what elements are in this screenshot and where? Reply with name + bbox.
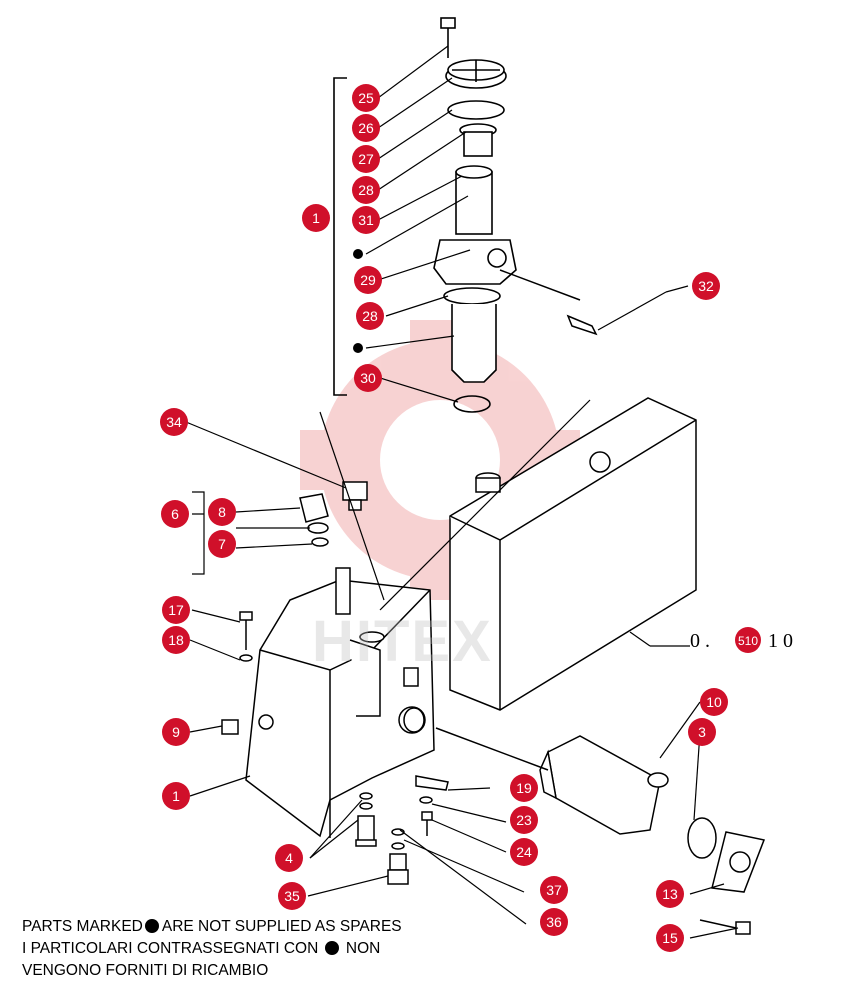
- note-line-2: I PARTICOLARI CONTRASSEGNATI CON NON: [22, 940, 381, 957]
- svg-text:3: 3: [698, 724, 706, 740]
- note-line-3: VENGONO FORNITI DI RICAMBIO: [22, 962, 269, 979]
- callout-32[interactable]: 32: [692, 272, 720, 300]
- svg-text:8: 8: [218, 504, 226, 520]
- callout-31[interactable]: 31: [352, 206, 380, 234]
- svg-text:1: 1: [312, 210, 320, 226]
- svg-text:36: 36: [546, 914, 562, 930]
- svg-text:31: 31: [358, 212, 374, 228]
- svg-text:1: 1: [172, 788, 180, 804]
- callout-1-bottom[interactable]: 1: [162, 782, 190, 810]
- callout-13[interactable]: 13: [656, 880, 684, 908]
- svg-text:9: 9: [172, 724, 180, 740]
- svg-text:17: 17: [168, 602, 184, 618]
- hydraulic-tank-drawing: [449, 397, 697, 711]
- callout-1-top[interactable]: 1: [302, 204, 330, 232]
- callout-9[interactable]: 9: [162, 718, 190, 746]
- svg-text:18: 18: [168, 632, 184, 648]
- callout-17[interactable]: 17: [162, 596, 190, 624]
- callout-8[interactable]: 8: [208, 498, 236, 526]
- svg-text:19: 19: [516, 780, 532, 796]
- callout-29[interactable]: 29: [354, 266, 382, 294]
- part-callouts: 25 26 27 28 31 1 29 28 30 32 34 6 8 7 17…: [160, 84, 761, 952]
- suction-filter-drawing: [403, 707, 766, 935]
- not-supplied-dot-icon: [353, 343, 363, 353]
- callout-18[interactable]: 18: [162, 626, 190, 654]
- callout-25[interactable]: 25: [352, 84, 380, 112]
- reference-callout: 0 . 1 0: [690, 630, 793, 652]
- fitting-32-drawing: [499, 269, 598, 336]
- filter-assembly-drawing: [433, 17, 517, 413]
- not-supplied-dot-icon: [324, 941, 339, 955]
- watermark-text: HITEX: [312, 609, 493, 674]
- callout-19[interactable]: 19: [510, 774, 538, 802]
- svg-text:32: 32: [698, 278, 714, 294]
- callout-510[interactable]: 510: [735, 627, 761, 653]
- not-supplied-dot-icon: [144, 919, 159, 933]
- svg-text:24: 24: [516, 844, 532, 860]
- assembly-bracket: [333, 77, 347, 396]
- callout-10[interactable]: 10: [700, 688, 728, 716]
- callout-7[interactable]: 7: [208, 530, 236, 558]
- callout-26[interactable]: 26: [352, 114, 380, 142]
- callout-23[interactable]: 23: [510, 806, 538, 834]
- svg-text:34: 34: [166, 414, 182, 430]
- svg-text:26: 26: [358, 120, 374, 136]
- small-parts-drawing: [221, 481, 368, 735]
- lower-parts-drawing: [355, 775, 449, 885]
- svg-text:10: 10: [706, 694, 722, 710]
- svg-text:27: 27: [358, 151, 374, 167]
- callout-36[interactable]: 36: [540, 908, 568, 936]
- callout-28[interactable]: 28: [352, 176, 380, 204]
- svg-text:23: 23: [516, 812, 532, 828]
- callout-35[interactable]: 35: [278, 882, 306, 910]
- callout-27[interactable]: 27: [352, 145, 380, 173]
- ref-right-text: 1 0: [768, 630, 793, 652]
- callout-3[interactable]: 3: [688, 718, 716, 746]
- callout-28-lower[interactable]: 28: [356, 302, 384, 330]
- svg-text:25: 25: [358, 90, 374, 106]
- svg-text:7: 7: [218, 536, 226, 552]
- svg-text:15: 15: [662, 930, 678, 946]
- callout-30[interactable]: 30: [354, 364, 382, 392]
- svg-text:37: 37: [546, 882, 562, 898]
- callout-24[interactable]: 24: [510, 838, 538, 866]
- tank-cover-drawing: [245, 567, 435, 838]
- callout-15[interactable]: 15: [656, 924, 684, 952]
- svg-text:29: 29: [360, 272, 376, 288]
- svg-text:13: 13: [662, 886, 678, 902]
- svg-text:28: 28: [358, 182, 374, 198]
- not-supplied-dot-icon: [353, 249, 363, 259]
- callout-37[interactable]: 37: [540, 876, 568, 904]
- callout-4[interactable]: 4: [275, 844, 303, 872]
- ref-left-text: 0 .: [690, 630, 710, 652]
- svg-text:35: 35: [284, 888, 300, 904]
- svg-text:510: 510: [738, 634, 758, 648]
- svg-text:28: 28: [362, 308, 378, 324]
- leader-lines: [185, 45, 739, 939]
- svg-text:4: 4: [285, 850, 293, 866]
- svg-text:6: 6: [171, 506, 179, 522]
- callout-34[interactable]: 34: [160, 408, 188, 436]
- callout-6[interactable]: 6: [161, 500, 189, 528]
- svg-text:30: 30: [360, 370, 376, 386]
